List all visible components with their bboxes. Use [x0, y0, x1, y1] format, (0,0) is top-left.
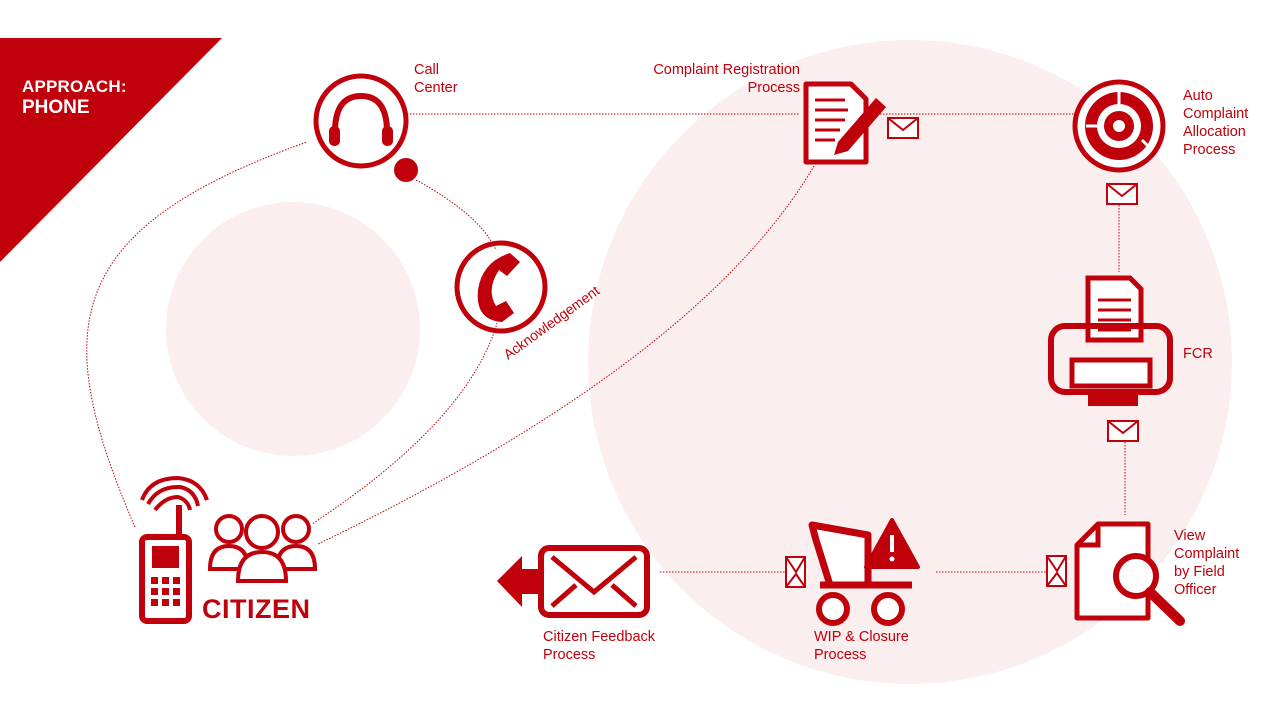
approach-label: APPROACH:	[22, 77, 127, 96]
call-center-label: Call Center	[414, 62, 458, 96]
connector-citizen-callcenter	[86, 141, 308, 528]
envelope-arrow-icon	[497, 545, 650, 618]
envelope-icon	[785, 556, 806, 588]
auto-allocation-label: Auto Complaint Allocation Process	[1183, 88, 1249, 158]
headset-icon	[313, 73, 418, 182]
document-pen-icon	[803, 81, 886, 165]
cart-warning-icon	[808, 518, 920, 626]
mobile-phone-icon	[139, 475, 209, 624]
wip-closure-label: WIP & Closure Process	[814, 629, 909, 663]
view-complaint-label: View Complaint by Field Officer	[1174, 528, 1240, 598]
connectors	[86, 113, 1126, 573]
envelope-icon	[1046, 555, 1067, 587]
citizen-label: CITIZEN	[202, 594, 311, 624]
envelope-icon	[887, 117, 919, 139]
large-background-circle	[588, 40, 1232, 684]
people-group-icon	[207, 514, 318, 583]
document-magnifier-icon	[1074, 521, 1185, 626]
connector-callcenter-phone	[415, 179, 497, 251]
citizen-feedback-label: Citizen Feedback Process	[543, 629, 656, 663]
envelope-icon	[1107, 420, 1139, 442]
target-icon	[1072, 79, 1166, 173]
envelope-icon	[1106, 183, 1138, 205]
connector-registration-citizen	[317, 165, 815, 545]
fcr-label: FCR	[1183, 346, 1213, 362]
small-background-circle	[166, 202, 420, 456]
connector-phone-citizen	[311, 319, 499, 525]
complaint-registration-label: Complaint Registration Process	[653, 62, 800, 96]
printer-icon	[1048, 275, 1173, 406]
phone-handset-icon	[454, 240, 548, 334]
approach-banner	[0, 38, 222, 262]
approach-mode: PHONE	[22, 97, 90, 118]
